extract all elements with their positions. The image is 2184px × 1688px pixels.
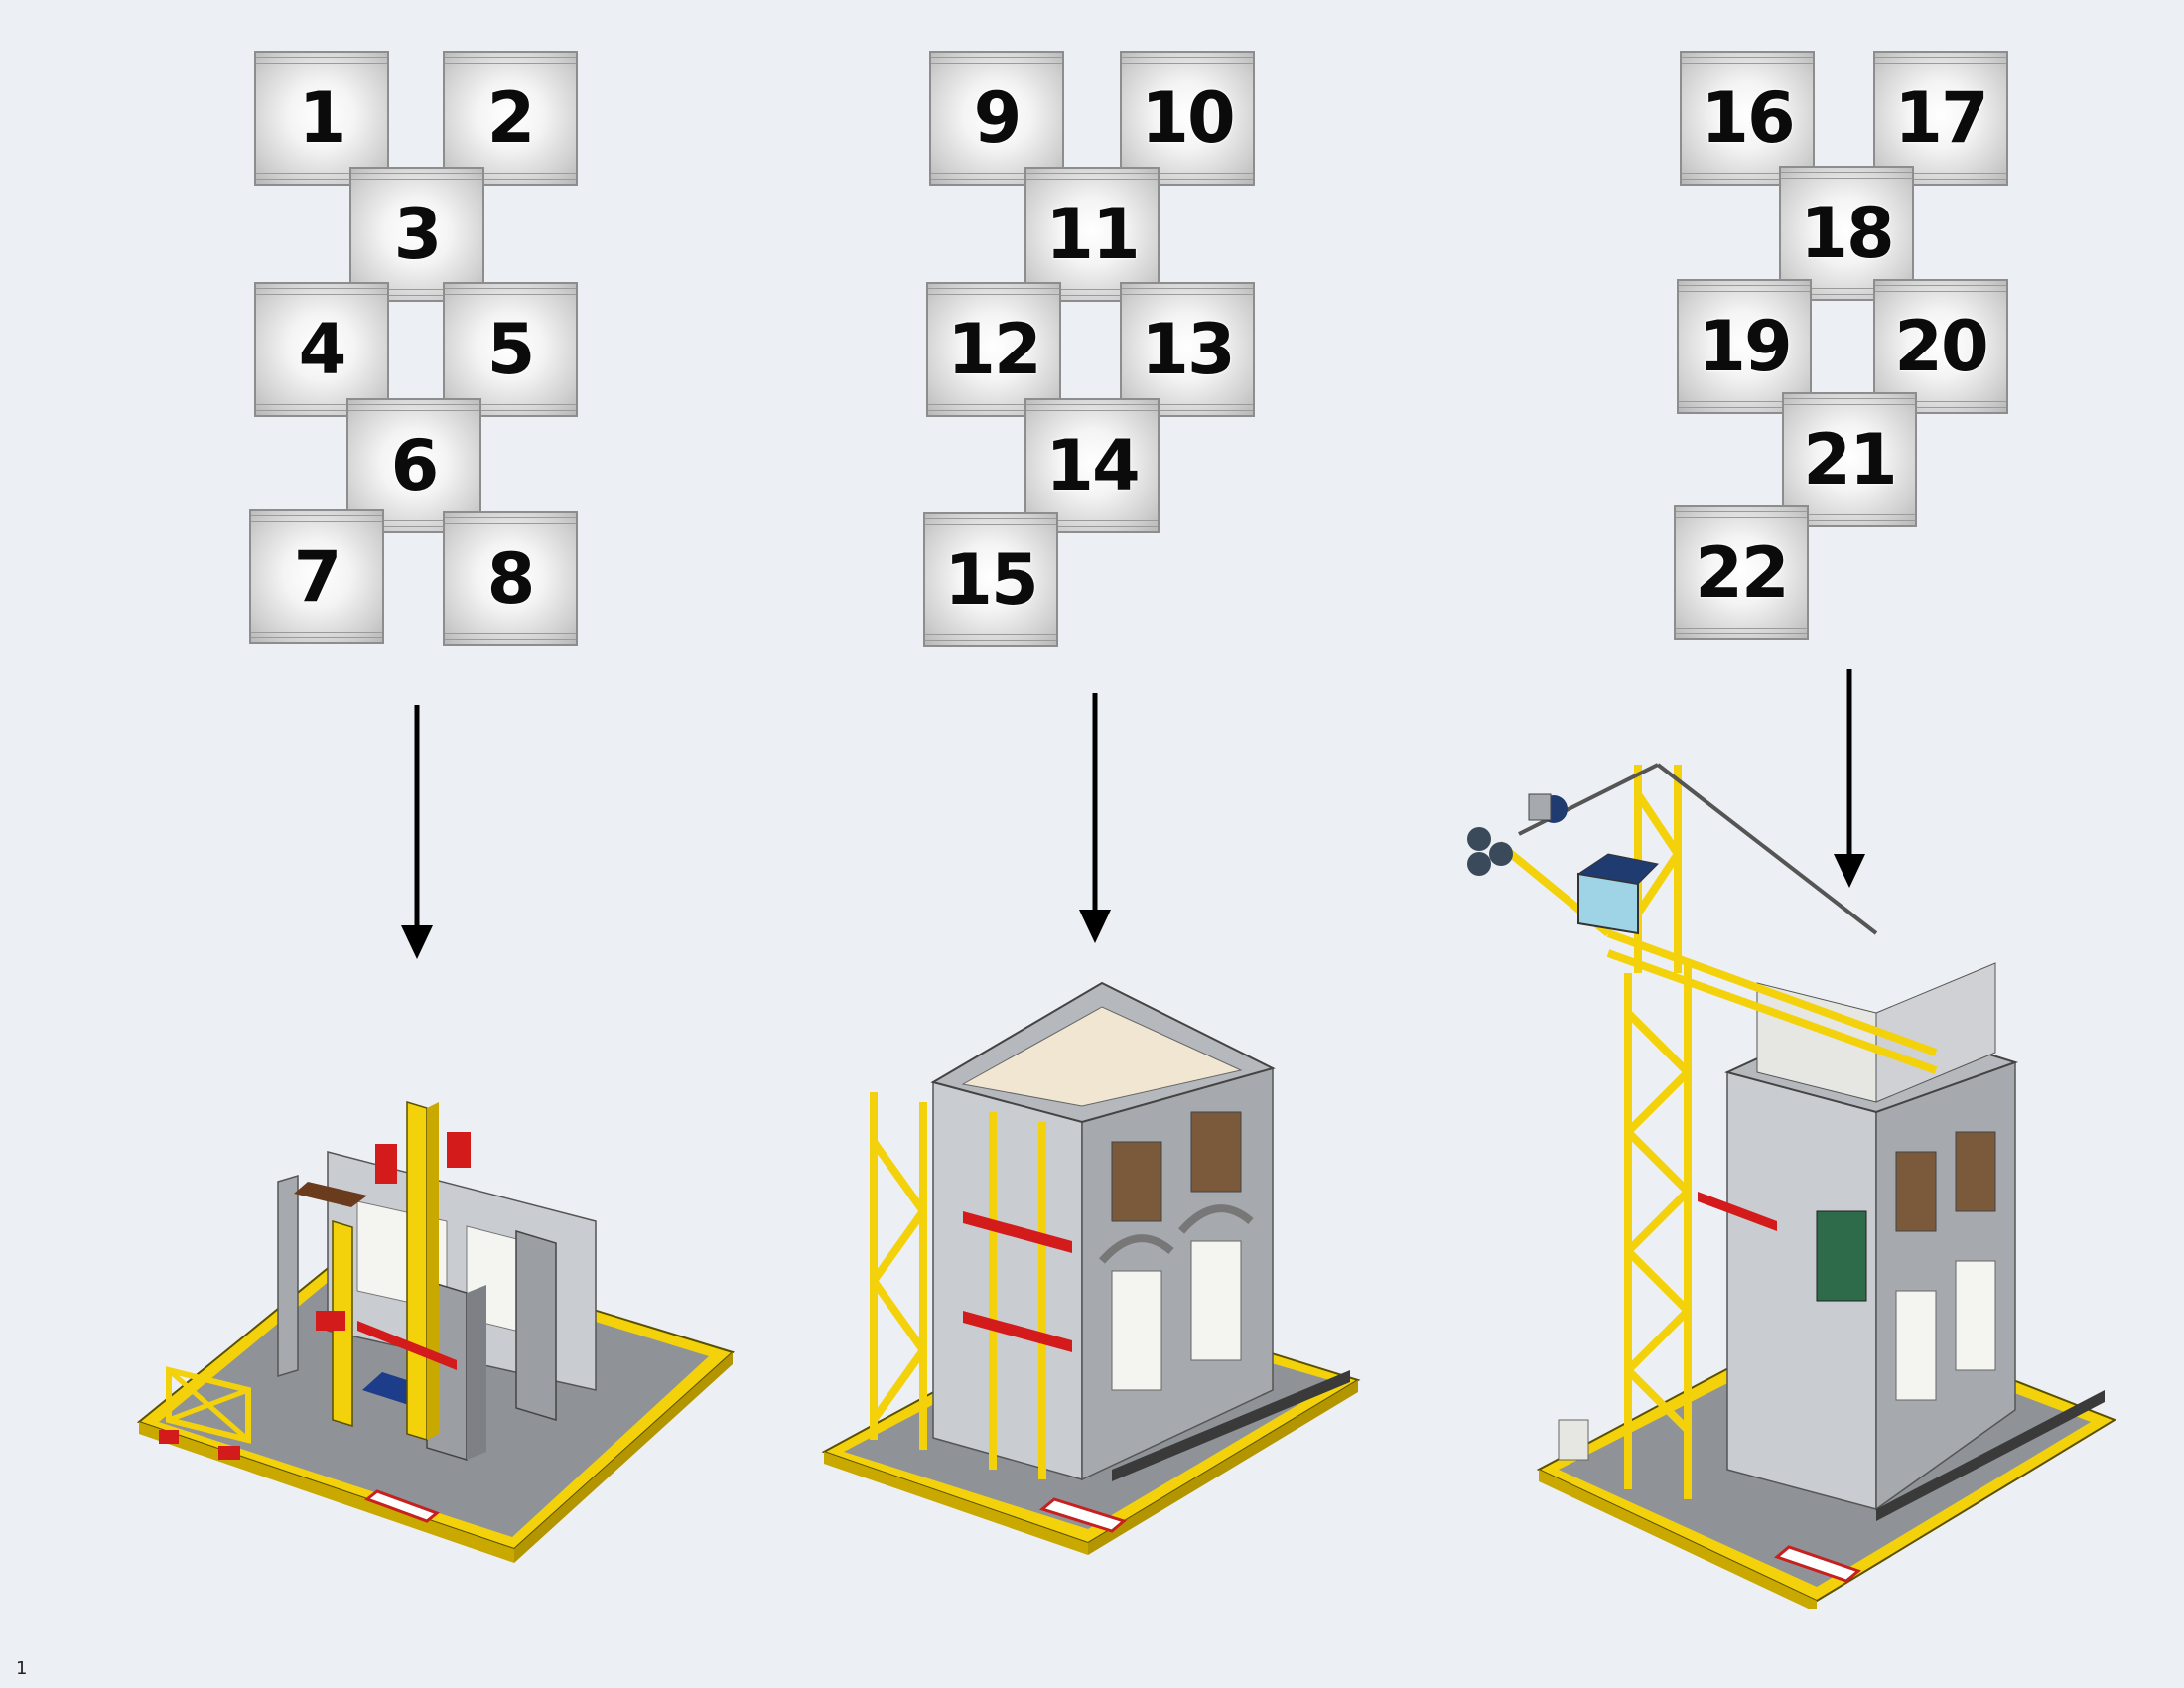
bag-17: 17: [1873, 51, 2008, 186]
bag-number: 1: [298, 77, 347, 159]
bag-18: 18: [1779, 166, 1914, 301]
down-arrow-icon: [1079, 693, 1111, 943]
bag-number: 19: [1698, 306, 1792, 387]
bag-16: 16: [1680, 51, 1815, 186]
bag-10: 10: [1120, 51, 1255, 186]
bag-12: 12: [926, 282, 1061, 417]
bag-2: 2: [443, 51, 578, 186]
bag-number: 2: [486, 77, 536, 159]
bag-number: 11: [1045, 194, 1140, 275]
bag-8: 8: [443, 511, 578, 646]
bag-4: 4: [254, 282, 389, 417]
bag-number: 10: [1141, 77, 1235, 159]
bag-number: 20: [1894, 306, 1988, 387]
bag-number: 16: [1701, 77, 1795, 159]
bag-19: 19: [1677, 279, 1812, 414]
bag-20: 20: [1873, 279, 2008, 414]
bag-number: 14: [1045, 425, 1140, 506]
bag-number: 21: [1803, 419, 1897, 500]
building-middle-model: [821, 981, 1361, 1555]
bag-15: 15: [923, 512, 1058, 647]
bag-5: 5: [443, 282, 578, 417]
bag-13: 13: [1120, 282, 1255, 417]
bag-number: 17: [1894, 77, 1988, 159]
bag-number: 18: [1800, 193, 1894, 274]
bag-number: 6: [390, 425, 440, 506]
bag-number: 12: [947, 309, 1041, 390]
bag-number: 8: [486, 538, 536, 620]
down-arrow-icon: [1834, 669, 1865, 888]
bag-number: 13: [1141, 309, 1235, 390]
page-number: 1: [16, 1658, 28, 1679]
bag-22: 22: [1674, 505, 1809, 640]
bag-3: 3: [349, 167, 484, 302]
building-base-model: [136, 1100, 735, 1563]
bag-9: 9: [929, 51, 1064, 186]
building-crane-model: [1467, 763, 2117, 1609]
bag-11: 11: [1024, 167, 1160, 302]
down-arrow-icon: [401, 705, 433, 959]
bag-21: 21: [1782, 392, 1917, 527]
bag-number: 4: [298, 309, 347, 390]
bag-number: 15: [944, 539, 1038, 621]
bag-7: 7: [249, 509, 384, 644]
bag-number: 7: [293, 536, 342, 618]
bag-6: 6: [346, 398, 481, 533]
bag-number: 5: [486, 309, 536, 390]
bag-1: 1: [254, 51, 389, 186]
bag-number: 22: [1695, 532, 1789, 614]
bag-14: 14: [1024, 398, 1160, 533]
bag-number: 9: [973, 77, 1023, 159]
bag-number: 3: [393, 194, 443, 275]
